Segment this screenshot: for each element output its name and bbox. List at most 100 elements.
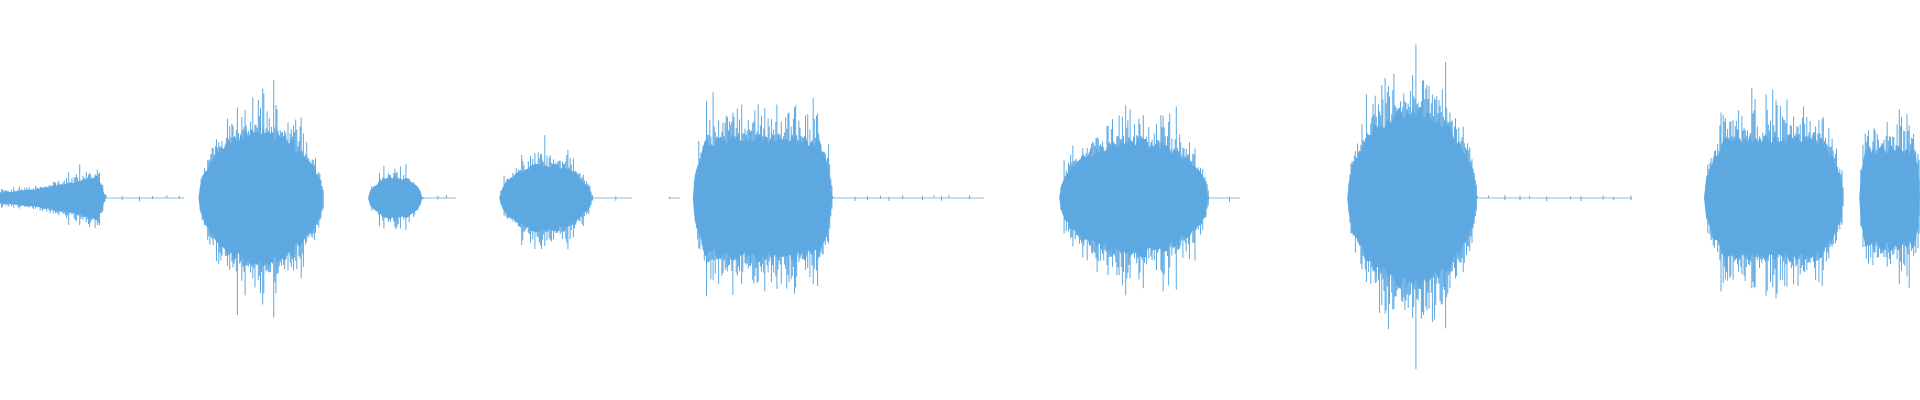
waveform-sample — [306, 142, 308, 242]
waveform-sample — [1360, 145, 1362, 264]
waveform-sample — [218, 142, 220, 264]
waveform-sample — [1142, 115, 1144, 289]
waveform-sample — [1434, 98, 1436, 320]
waveform-sample — [405, 163, 407, 231]
waveform-sample — [1107, 125, 1109, 276]
waveform-sample — [1883, 139, 1885, 258]
waveform-sample — [71, 178, 73, 215]
waveform-sample — [302, 133, 304, 267]
waveform-sample — [1136, 135, 1138, 264]
waveform-sample — [88, 174, 89, 224]
waveform-sample — [1104, 151, 1106, 250]
waveform-sample — [708, 134, 710, 263]
silence-speck — [948, 195, 950, 198]
waveform-sample — [1079, 159, 1080, 244]
waveform-sample — [31, 189, 33, 208]
waveform-sample — [1376, 126, 1378, 262]
waveform-sample — [266, 111, 268, 271]
waveform-sample — [24, 188, 26, 207]
waveform-sample — [1069, 164, 1071, 230]
waveform-sample — [1837, 166, 1839, 232]
waveform-sample — [1401, 112, 1403, 301]
waveform-sample — [1836, 148, 1837, 241]
silence-speck — [941, 196, 942, 201]
waveform-sample — [1722, 114, 1724, 283]
waveform-sample — [732, 112, 734, 296]
waveform-sample — [1200, 168, 1201, 235]
waveform-sample — [1805, 143, 1807, 255]
waveform-sample — [1822, 117, 1824, 271]
waveform-sample — [1357, 143, 1359, 242]
waveform-sample — [1898, 109, 1900, 285]
waveform-sample — [272, 142, 274, 255]
waveform-sample — [1788, 139, 1790, 255]
waveform-sample — [1746, 130, 1748, 260]
waveform-sample — [1423, 79, 1425, 316]
waveform-sample — [813, 118, 815, 269]
waveform-sample — [1801, 117, 1803, 266]
waveform-sample — [1807, 136, 1809, 263]
waveform-sample — [69, 184, 71, 212]
waveform-sample — [537, 152, 539, 238]
waveform-sample — [1756, 126, 1758, 261]
waveform-sample — [1168, 121, 1170, 286]
waveform-sample — [1391, 114, 1393, 293]
waveform-sample — [22, 190, 23, 205]
waveform-sample — [1728, 137, 1730, 257]
waveform-sample — [57, 183, 59, 214]
waveform-sample — [1187, 154, 1189, 245]
waveform-sample — [554, 164, 556, 228]
waveform-sample — [64, 184, 66, 215]
waveform-sample — [1429, 112, 1431, 274]
waveform-sample — [719, 145, 721, 259]
waveform-sample — [416, 187, 418, 210]
waveform-sample — [51, 185, 53, 208]
waveform-sample — [1364, 138, 1366, 270]
waveform-sample — [524, 169, 526, 231]
waveform-sample — [1470, 161, 1472, 237]
waveform-sample — [1792, 138, 1793, 266]
waveform-sample — [221, 141, 223, 256]
waveform-sample — [91, 179, 93, 220]
waveform-sample — [63, 180, 65, 214]
waveform-sample — [789, 148, 791, 255]
waveform-sample — [739, 119, 740, 272]
waveform-sample — [821, 151, 823, 254]
waveform-sample — [748, 129, 750, 266]
waveform-sample — [829, 164, 831, 229]
waveform-sample — [19, 190, 21, 207]
waveform-sample — [1842, 187, 1844, 207]
waveform-sample — [750, 131, 751, 266]
waveform-sample — [403, 175, 405, 220]
waveform-sample — [743, 133, 745, 250]
waveform-sample — [808, 145, 810, 252]
waveform-sample — [1888, 136, 1890, 259]
waveform-sample — [1862, 144, 1864, 248]
waveform-sample — [280, 132, 282, 266]
waveform-sample — [764, 108, 766, 292]
waveform-sample — [1741, 116, 1743, 275]
waveform-sample — [696, 170, 698, 229]
waveform-sample — [83, 177, 85, 218]
waveform-sample — [1457, 146, 1459, 259]
waveform-sample — [1762, 132, 1764, 260]
waveform-sample — [1773, 125, 1775, 276]
waveform-sample — [209, 159, 211, 245]
waveform-sample — [305, 154, 307, 245]
waveform-sample — [408, 178, 410, 223]
waveform-sample — [1402, 106, 1404, 302]
waveform-sample — [1885, 135, 1887, 258]
waveform-sample — [581, 177, 583, 224]
waveform-sample — [1096, 137, 1098, 272]
waveform-sample — [1436, 96, 1438, 284]
waveform-sample — [1461, 137, 1463, 259]
waveform-sample — [271, 126, 272, 261]
waveform-sample — [1129, 109, 1131, 279]
waveform-sample — [239, 141, 241, 264]
waveform-sample — [1916, 163, 1918, 229]
waveform-segment — [198, 80, 324, 318]
waveform-sample — [555, 162, 557, 233]
waveform-sample — [1860, 169, 1862, 227]
waveform-sample — [1455, 118, 1456, 279]
